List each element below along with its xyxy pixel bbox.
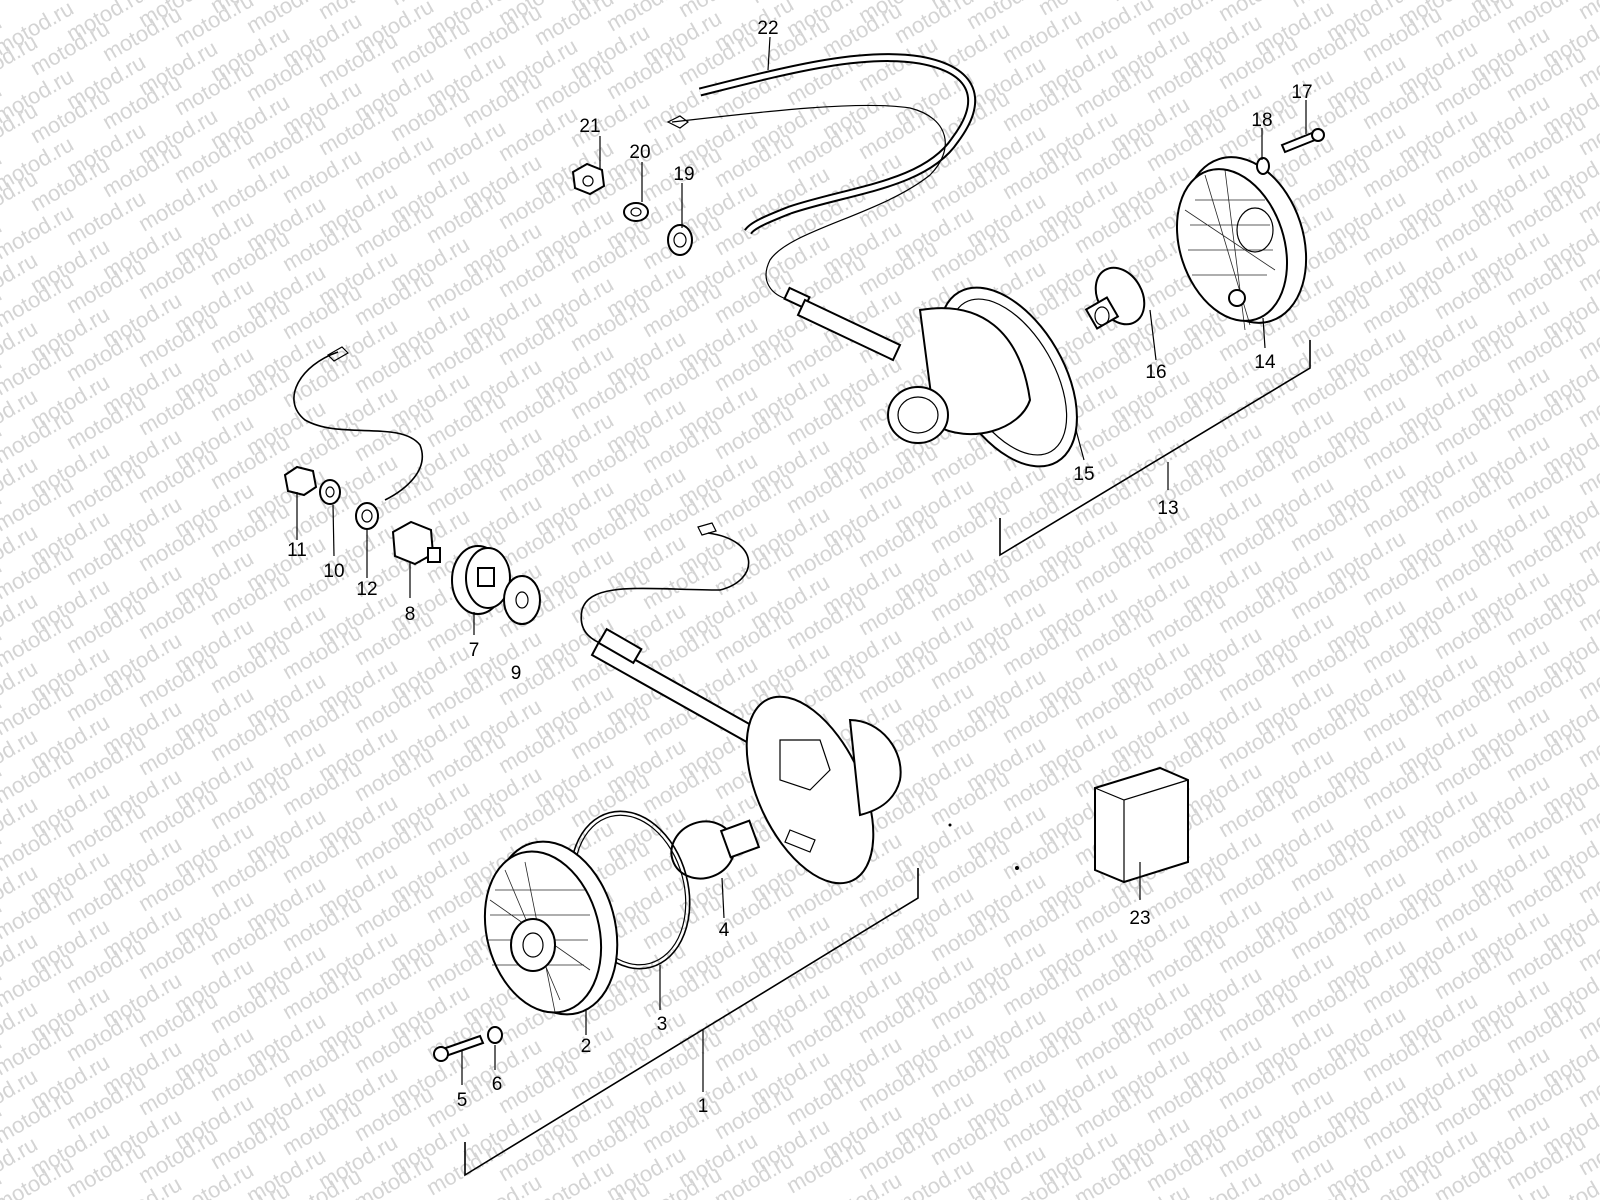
stray-dot xyxy=(1015,866,1019,870)
callout-12: 12 xyxy=(356,579,377,600)
callout-5: 5 xyxy=(457,1090,468,1111)
lock-washer-20 xyxy=(623,202,649,222)
callout-17: 17 xyxy=(1291,82,1312,103)
callout-18: 18 xyxy=(1251,110,1272,131)
washer-6 xyxy=(487,1026,503,1044)
callout-11: 11 xyxy=(287,540,307,561)
callout-1: 1 xyxy=(698,1096,709,1117)
callout-7: 7 xyxy=(469,640,480,661)
nut-11 xyxy=(283,465,318,497)
callout-10: 10 xyxy=(323,561,344,582)
terminal-washer-12 xyxy=(355,502,379,530)
callout-19: 19 xyxy=(673,164,694,185)
callout-2: 2 xyxy=(581,1036,592,1057)
callout-15: 15 xyxy=(1073,464,1094,485)
callout-16: 16 xyxy=(1145,362,1166,383)
callout-3: 3 xyxy=(657,1014,668,1035)
callout-21: 21 xyxy=(579,116,600,137)
callout-9: 9 xyxy=(511,663,522,684)
callout-6: 6 xyxy=(492,1074,503,1095)
callout-4: 4 xyxy=(719,920,730,941)
flasher-relay-23 xyxy=(1094,766,1189,884)
washer-18 xyxy=(1256,157,1270,175)
callout-20: 20 xyxy=(629,142,650,163)
watermark-text: motod.ru xyxy=(0,1165,6,1200)
lock-washer-10 xyxy=(319,479,341,505)
washer-19 xyxy=(667,224,693,256)
callout-13: 13 xyxy=(1157,498,1178,519)
callout-8: 8 xyxy=(405,604,416,625)
callout-14: 14 xyxy=(1254,352,1276,373)
callout-23: 23 xyxy=(1129,908,1150,929)
nut-21 xyxy=(571,162,606,196)
stray-dot xyxy=(948,823,952,827)
callout-22: 22 xyxy=(757,18,778,39)
washer-9 xyxy=(503,575,541,625)
